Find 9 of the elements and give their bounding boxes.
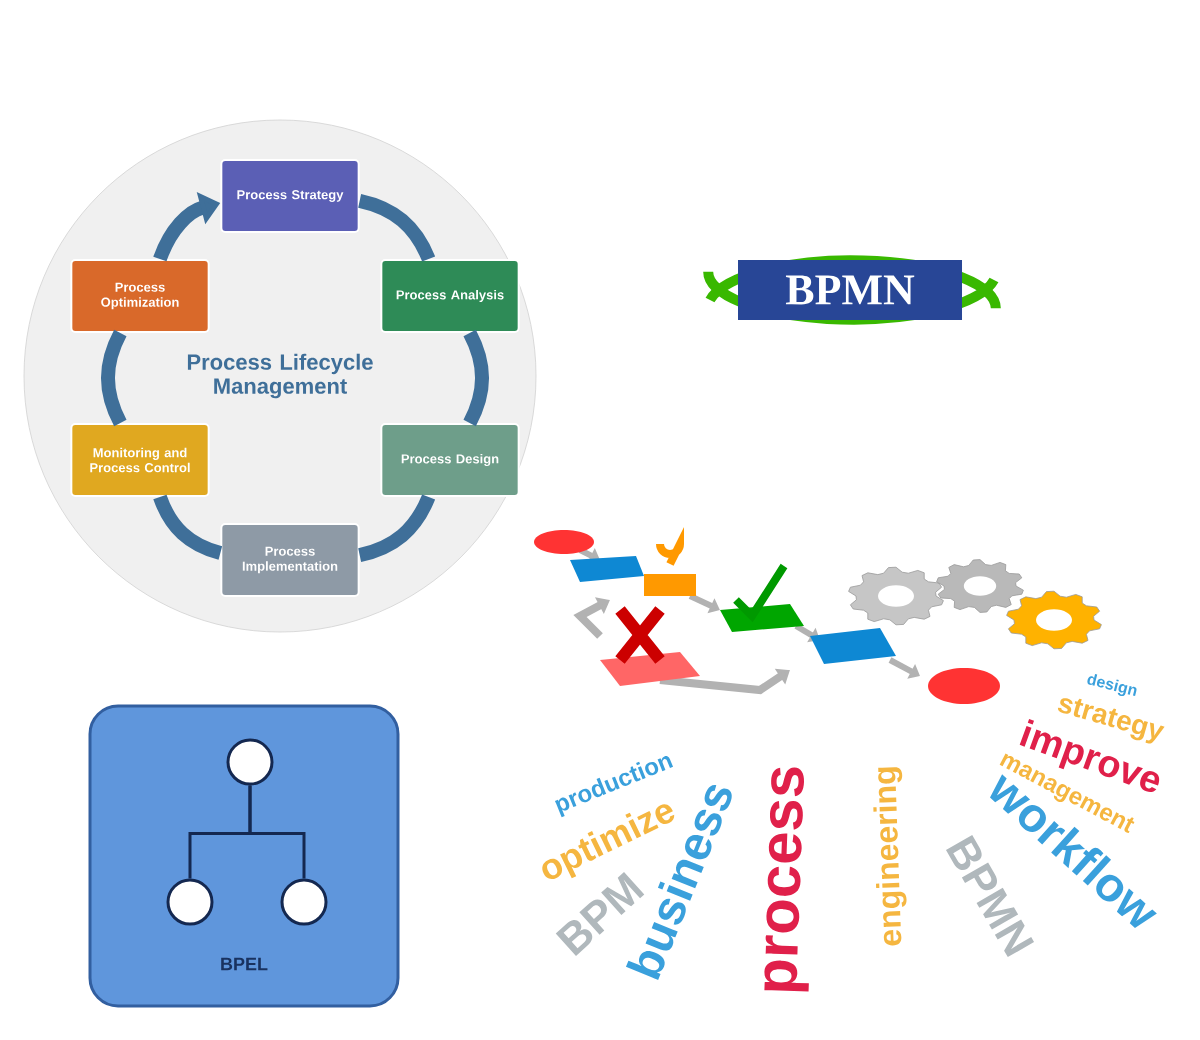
- bpel-box: BPEL: [88, 704, 400, 1008]
- tree-node-circle: [280, 878, 328, 926]
- word-cloud-word: design: [1087, 674, 1137, 697]
- word-cloud-word: engineering: [873, 767, 907, 946]
- bpmn-badge: BPMN: [703, 255, 1001, 325]
- word-cloud-word: process: [764, 767, 809, 992]
- tree-node-circle: [166, 878, 214, 926]
- tree-node-circle: [226, 738, 274, 786]
- tree-connector: [248, 785, 306, 879]
